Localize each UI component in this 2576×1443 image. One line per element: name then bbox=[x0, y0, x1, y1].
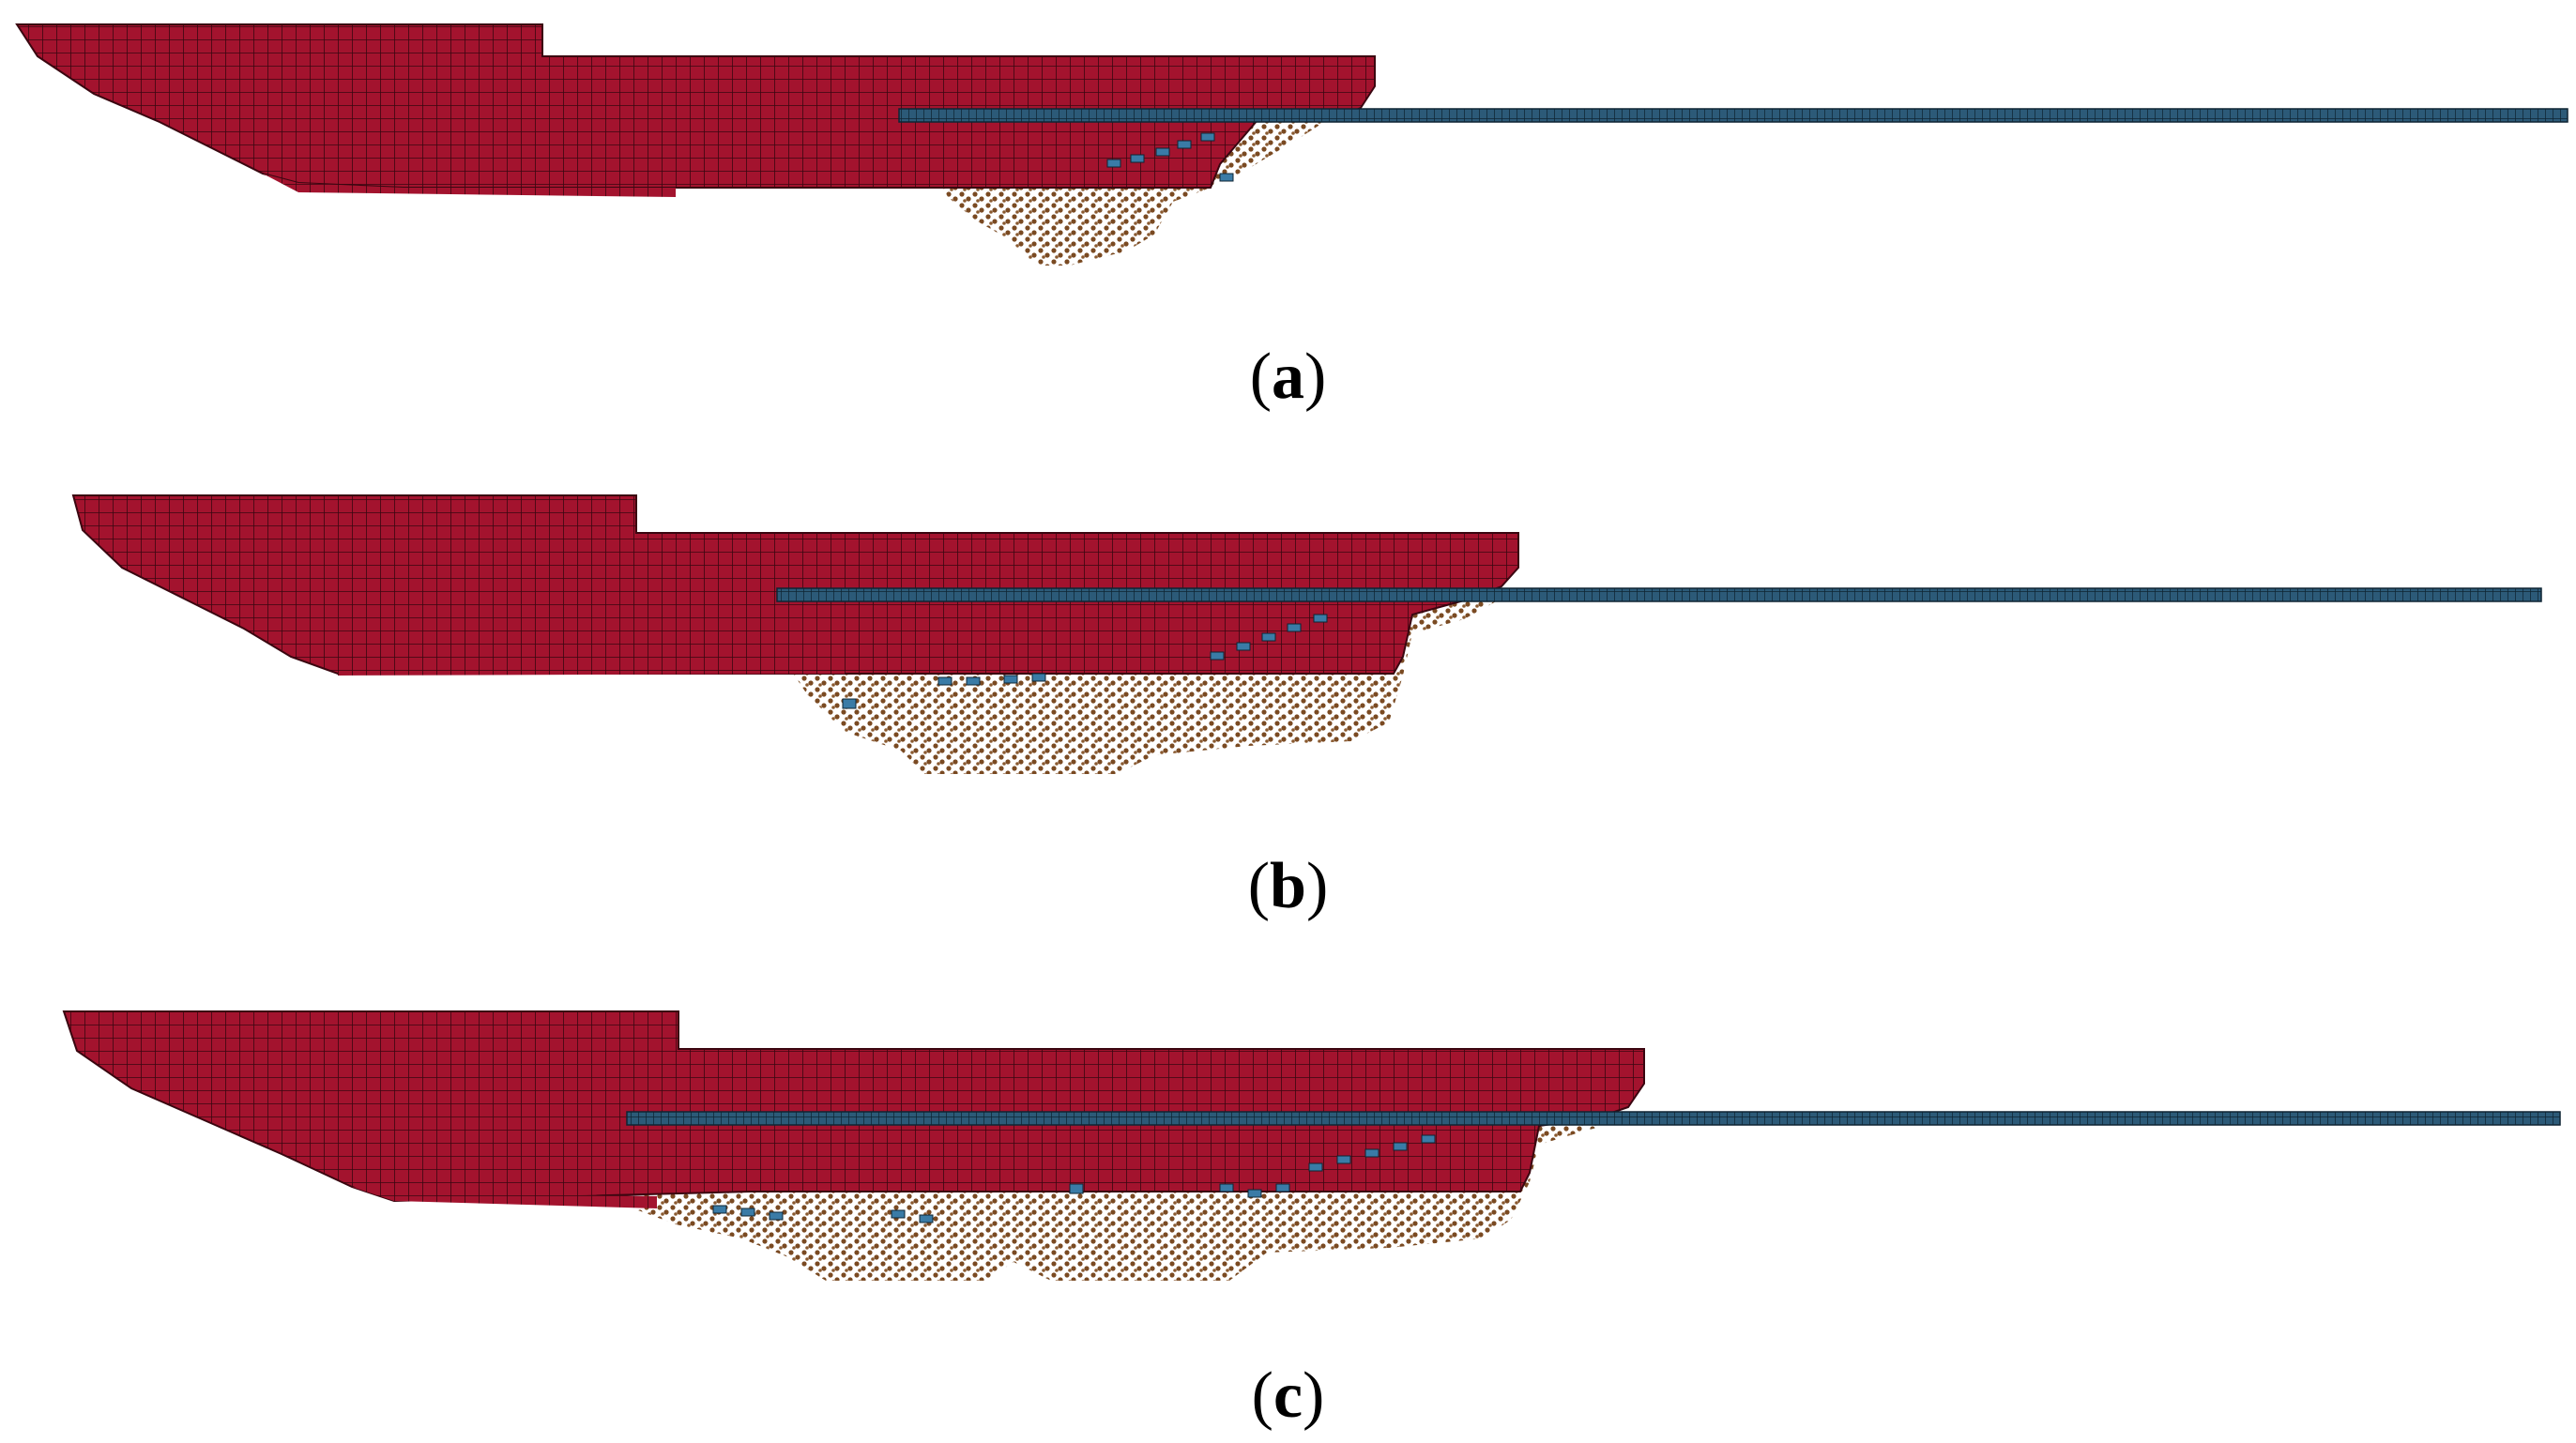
panel-label-b: (b) bbox=[1247, 850, 1329, 922]
panel-b-simulation bbox=[71, 494, 2542, 774]
level-ice-sheet-a bbox=[898, 108, 2568, 123]
ship-hull-a bbox=[15, 23, 1376, 197]
ship-hull-c bbox=[62, 1010, 1645, 1208]
level-ice-sheet-c bbox=[626, 1111, 2561, 1126]
ice-fragments-c bbox=[712, 1134, 1436, 1223]
panel-label-a: (a) bbox=[1249, 341, 1327, 413]
panel-label-c: (c) bbox=[1251, 1359, 1325, 1432]
ship-hull-b bbox=[71, 494, 1519, 676]
panel-a-simulation bbox=[15, 23, 2568, 266]
ice-fragments-b bbox=[842, 614, 1328, 709]
ice-fragments-a bbox=[1106, 132, 1234, 182]
panel-c-simulation bbox=[62, 1010, 2561, 1281]
level-ice-sheet-b bbox=[776, 587, 2542, 602]
